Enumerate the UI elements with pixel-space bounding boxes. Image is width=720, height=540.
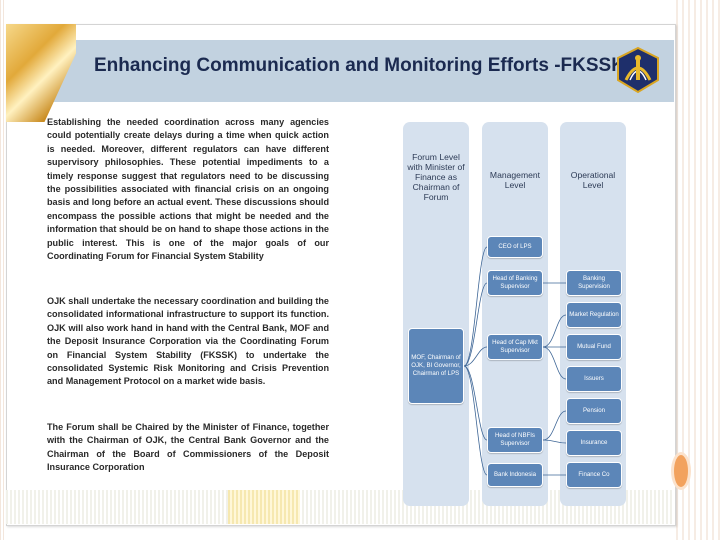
node-issuers: Issuers (566, 366, 622, 392)
left-stripe-border (0, 0, 6, 540)
column-label-forum: Forum Level with Minister of Finance as … (407, 152, 465, 202)
node-insurance: Insurance (566, 430, 622, 456)
node-market-regulation: Market Regulation (566, 302, 622, 328)
ministry-of-finance-emblem-icon (617, 46, 659, 94)
node-head-cap-mkt-supervisor: Head of Cap Mkt Supervisor (487, 334, 543, 360)
node-finance-co: Finance Co (566, 462, 622, 488)
node-head-nbfis-supervisor: Head of NBFIs Supervisor (487, 427, 543, 453)
node-head-banking-supervisor: Head of Banking Supervisor (487, 270, 543, 296)
node-bank-indonesia: Bank Indonesia (487, 463, 543, 487)
paragraph-coordination: Establishing the needed coordination acr… (47, 117, 329, 262)
right-stripe-border (676, 0, 720, 540)
paragraph-forum-chair: The Forum shall be Chaired by the Minist… (47, 422, 329, 473)
node-banking-supervision: Banking Supervision (566, 270, 622, 296)
orange-bullet-decoration (674, 455, 688, 487)
column-forum-level (403, 122, 469, 506)
bottom-gold-segment (228, 490, 300, 524)
slide-title: Enhancing Communication and Monitoring E… (94, 55, 625, 76)
paragraph-ojk: OJK shall undertake the necessary coordi… (47, 296, 329, 387)
node-ceo-lps: CEO of LPS (487, 236, 543, 258)
column-label-management: Management Level (489, 170, 541, 190)
node-forum-members: MOF, Chairman of OJK, BI Governor, Chair… (408, 328, 464, 404)
column-label-operational: Operational Level (570, 170, 616, 190)
header-bar (40, 40, 674, 102)
node-mutual-fund: Mutual Fund (566, 334, 622, 360)
node-pension: Pension (566, 398, 622, 424)
